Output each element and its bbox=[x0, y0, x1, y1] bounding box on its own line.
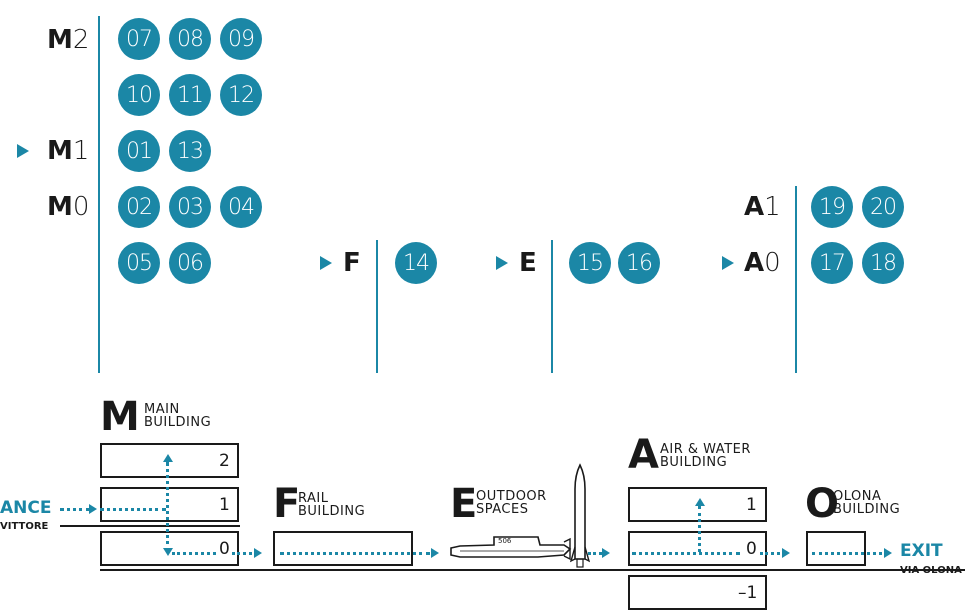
room-13-button[interactable]: 13 bbox=[169, 130, 211, 172]
route-path bbox=[698, 506, 701, 552]
street-line bbox=[100, 569, 965, 571]
current-location-arrow-icon bbox=[17, 144, 29, 158]
route-arrow-down-icon bbox=[163, 548, 173, 556]
level-number: 0 bbox=[746, 539, 757, 559]
room-18-button[interactable]: 18 bbox=[862, 242, 904, 284]
floor-number: 0 bbox=[764, 248, 781, 278]
room-06-button[interactable]: 06 bbox=[169, 242, 211, 284]
building-letter-rail: F bbox=[273, 481, 301, 527]
street-line-entrance bbox=[60, 525, 240, 527]
room-20-button[interactable]: 20 bbox=[862, 186, 904, 228]
floor-label-a0: A0 bbox=[744, 250, 781, 276]
air-water-divider bbox=[795, 186, 797, 373]
exit-label: EXIT bbox=[900, 541, 943, 561]
route-path bbox=[166, 462, 169, 552]
floor-label-m1: M1 bbox=[47, 138, 89, 164]
route-arrow-up-icon bbox=[163, 454, 173, 462]
floor-label-e: E bbox=[519, 250, 537, 276]
room-03-button[interactable]: 03 bbox=[169, 186, 211, 228]
floor-number: 1 bbox=[72, 136, 90, 166]
room-04-button[interactable]: 04 bbox=[220, 186, 262, 228]
level-number: 2 bbox=[219, 451, 230, 471]
route-path bbox=[232, 552, 252, 555]
level-number: 1 bbox=[746, 495, 757, 515]
room-02-button[interactable]: 02 bbox=[118, 186, 160, 228]
building-letter: F bbox=[343, 248, 361, 278]
main-building-divider bbox=[98, 16, 100, 373]
room-11-button[interactable]: 11 bbox=[169, 74, 211, 116]
building-name-rail: RAIL BUILDING bbox=[298, 491, 366, 519]
level-number: –1 bbox=[738, 583, 758, 603]
route-path bbox=[632, 552, 740, 555]
room-05-button[interactable]: 05 bbox=[118, 242, 160, 284]
room-01-button[interactable]: 01 bbox=[118, 130, 160, 172]
floor-number: 1 bbox=[764, 192, 781, 222]
room-09-button[interactable]: 09 bbox=[220, 18, 262, 60]
route-arrow-icon bbox=[431, 548, 439, 558]
room-16-button[interactable]: 16 bbox=[618, 242, 660, 284]
room-15-button[interactable]: 15 bbox=[569, 242, 611, 284]
main-level-1-box[interactable] bbox=[100, 487, 239, 522]
floor-label-a1: A1 bbox=[744, 194, 781, 220]
level-number: 1 bbox=[219, 495, 230, 515]
room-14-button[interactable]: 14 bbox=[395, 242, 437, 284]
route-arrow-icon bbox=[89, 504, 97, 514]
route-arrow-icon bbox=[884, 548, 892, 558]
building-letter-olona: O bbox=[805, 481, 840, 527]
current-location-arrow-icon bbox=[496, 256, 508, 270]
route-path bbox=[280, 552, 430, 555]
olona-building-box[interactable] bbox=[806, 531, 866, 566]
building-letter: M bbox=[47, 136, 73, 166]
rocket-icon bbox=[570, 463, 590, 568]
building-name-outdoor: OUTDOOR SPACES bbox=[476, 489, 547, 517]
building-letter-outdoor: E bbox=[450, 481, 478, 527]
submarine-icon bbox=[450, 536, 572, 561]
route-arrow-icon bbox=[254, 548, 262, 558]
floor-label-f: F bbox=[343, 250, 361, 276]
room-07-button[interactable]: 07 bbox=[118, 18, 160, 60]
route-path bbox=[760, 552, 780, 555]
route-path bbox=[588, 552, 602, 555]
rail-building-box[interactable] bbox=[273, 531, 413, 566]
level-number: 0 bbox=[219, 539, 230, 559]
room-17-button[interactable]: 17 bbox=[811, 242, 853, 284]
submarine-label: 506 bbox=[498, 537, 512, 545]
room-12-button[interactable]: 12 bbox=[220, 74, 262, 116]
route-arrow-icon bbox=[782, 548, 790, 558]
outdoor-divider bbox=[551, 240, 553, 373]
exit-street-label: VIA OLONA bbox=[900, 565, 962, 576]
current-location-arrow-icon bbox=[722, 256, 734, 270]
floor-label-m2: M2 bbox=[47, 27, 89, 53]
building-name-olona: OLONA BUILDING bbox=[833, 489, 901, 517]
route-path bbox=[60, 508, 90, 511]
building-letter-main: M bbox=[100, 394, 140, 440]
entrance-label: ANCE bbox=[0, 498, 52, 518]
route-arrow-up-icon bbox=[695, 498, 705, 506]
room-08-button[interactable]: 08 bbox=[169, 18, 211, 60]
air-water-level-0-box[interactable] bbox=[628, 531, 767, 566]
entrance-street-label: VITTORE bbox=[0, 521, 49, 532]
building-letter: M bbox=[47, 25, 73, 55]
floor-number: 2 bbox=[72, 25, 90, 55]
building-letter-air-water: A bbox=[628, 432, 659, 478]
route-path bbox=[172, 552, 216, 555]
room-19-button[interactable]: 19 bbox=[811, 186, 853, 228]
main-level-2-box[interactable] bbox=[100, 443, 239, 478]
building-letter: A bbox=[744, 248, 765, 278]
floor-number: 0 bbox=[72, 192, 90, 222]
route-path bbox=[812, 552, 882, 555]
current-location-arrow-icon bbox=[320, 256, 332, 270]
building-letter: M bbox=[47, 192, 73, 222]
floor-label-m0: M0 bbox=[47, 194, 89, 220]
route-path bbox=[100, 508, 166, 511]
building-letter: A bbox=[744, 192, 765, 222]
room-10-button[interactable]: 10 bbox=[118, 74, 160, 116]
building-letter: E bbox=[519, 248, 537, 278]
route-arrow-icon bbox=[602, 548, 610, 558]
building-name-main: MAIN BUILDING bbox=[144, 402, 212, 430]
building-name-air-water: AIR & WATER BUILDING bbox=[660, 442, 751, 470]
rail-building-divider bbox=[376, 240, 378, 373]
